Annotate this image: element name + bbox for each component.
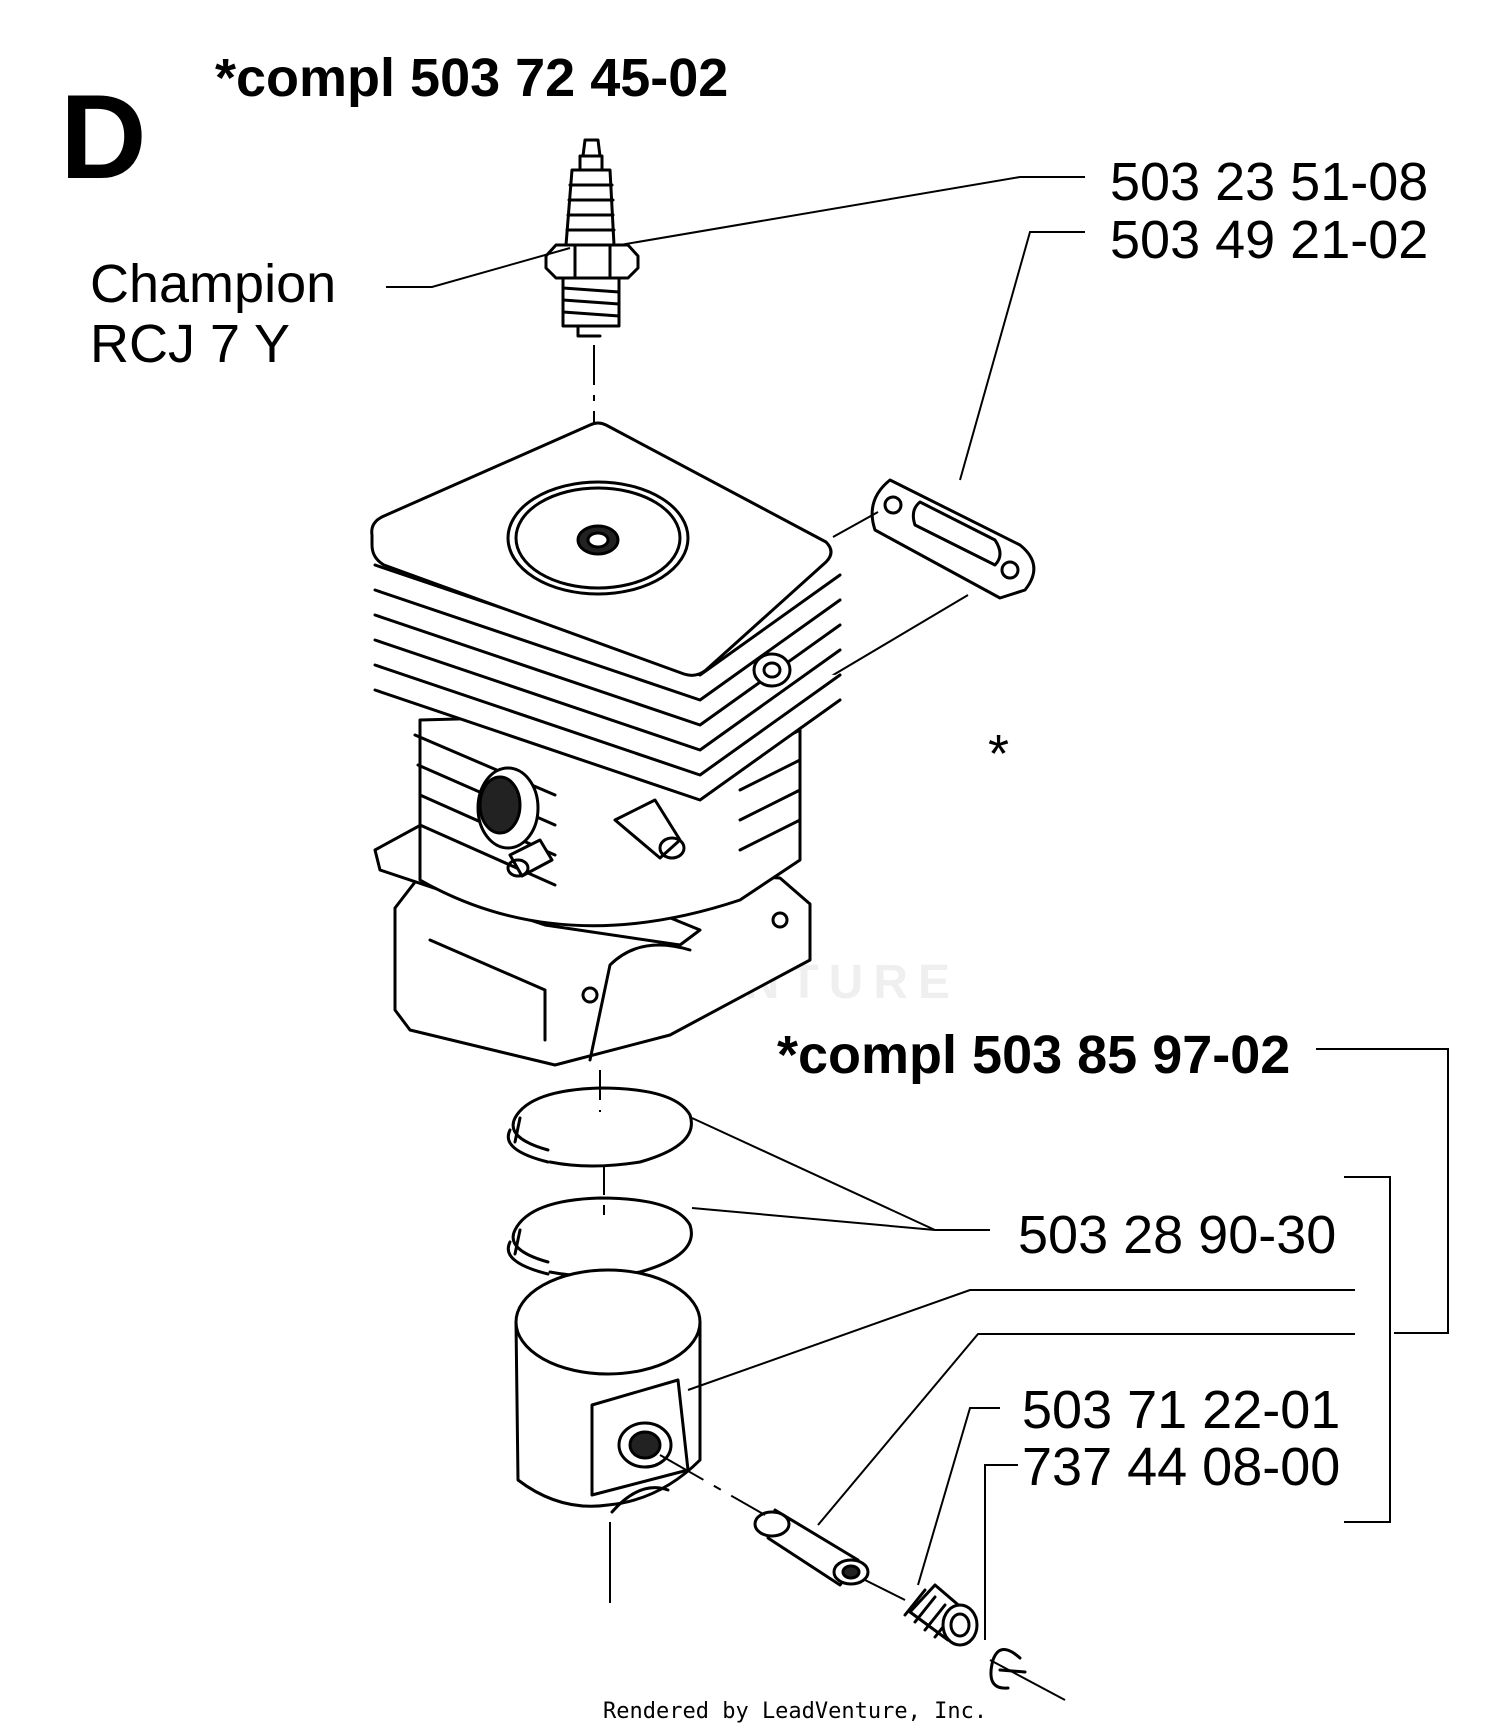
kit-top-label[interactable]: *compl 503 72 45-02 — [215, 48, 728, 108]
spark-plug-model-label: RCJ 7 Y — [90, 314, 290, 374]
cylinder[interactable] — [370, 421, 842, 1067]
piston-pin[interactable] — [753, 1508, 870, 1587]
section-letter: D — [60, 70, 147, 204]
needle-bearing[interactable] — [903, 1583, 979, 1647]
spark-plug-part-label[interactable]: 503 23 51-08 — [1110, 152, 1428, 212]
footer-credit: Rendered by LeadVenture, Inc. — [603, 1699, 987, 1724]
bearing-part-label[interactable]: 503 71 22-01 — [1022, 1380, 1340, 1440]
circlip-part-label[interactable]: 737 44 08-00 — [1022, 1437, 1340, 1497]
piston-rings-part-label[interactable]: 503 28 90-30 — [1018, 1205, 1336, 1265]
exhaust-gasket[interactable] — [870, 478, 1036, 600]
gasket-part-label[interactable]: 503 49 21-02 — [1110, 210, 1428, 270]
cylinder-marker[interactable]: * — [988, 724, 1009, 784]
piston-ring-upper[interactable] — [506, 1086, 693, 1168]
kit-piston-label[interactable]: *compl 503 85 97-02 — [777, 1025, 1290, 1085]
spark-plug[interactable] — [544, 138, 640, 338]
piston-ring-lower[interactable] — [506, 1196, 693, 1278]
piston[interactable] — [514, 1268, 702, 1514]
spark-plug-brand-label: Champion — [90, 254, 336, 314]
